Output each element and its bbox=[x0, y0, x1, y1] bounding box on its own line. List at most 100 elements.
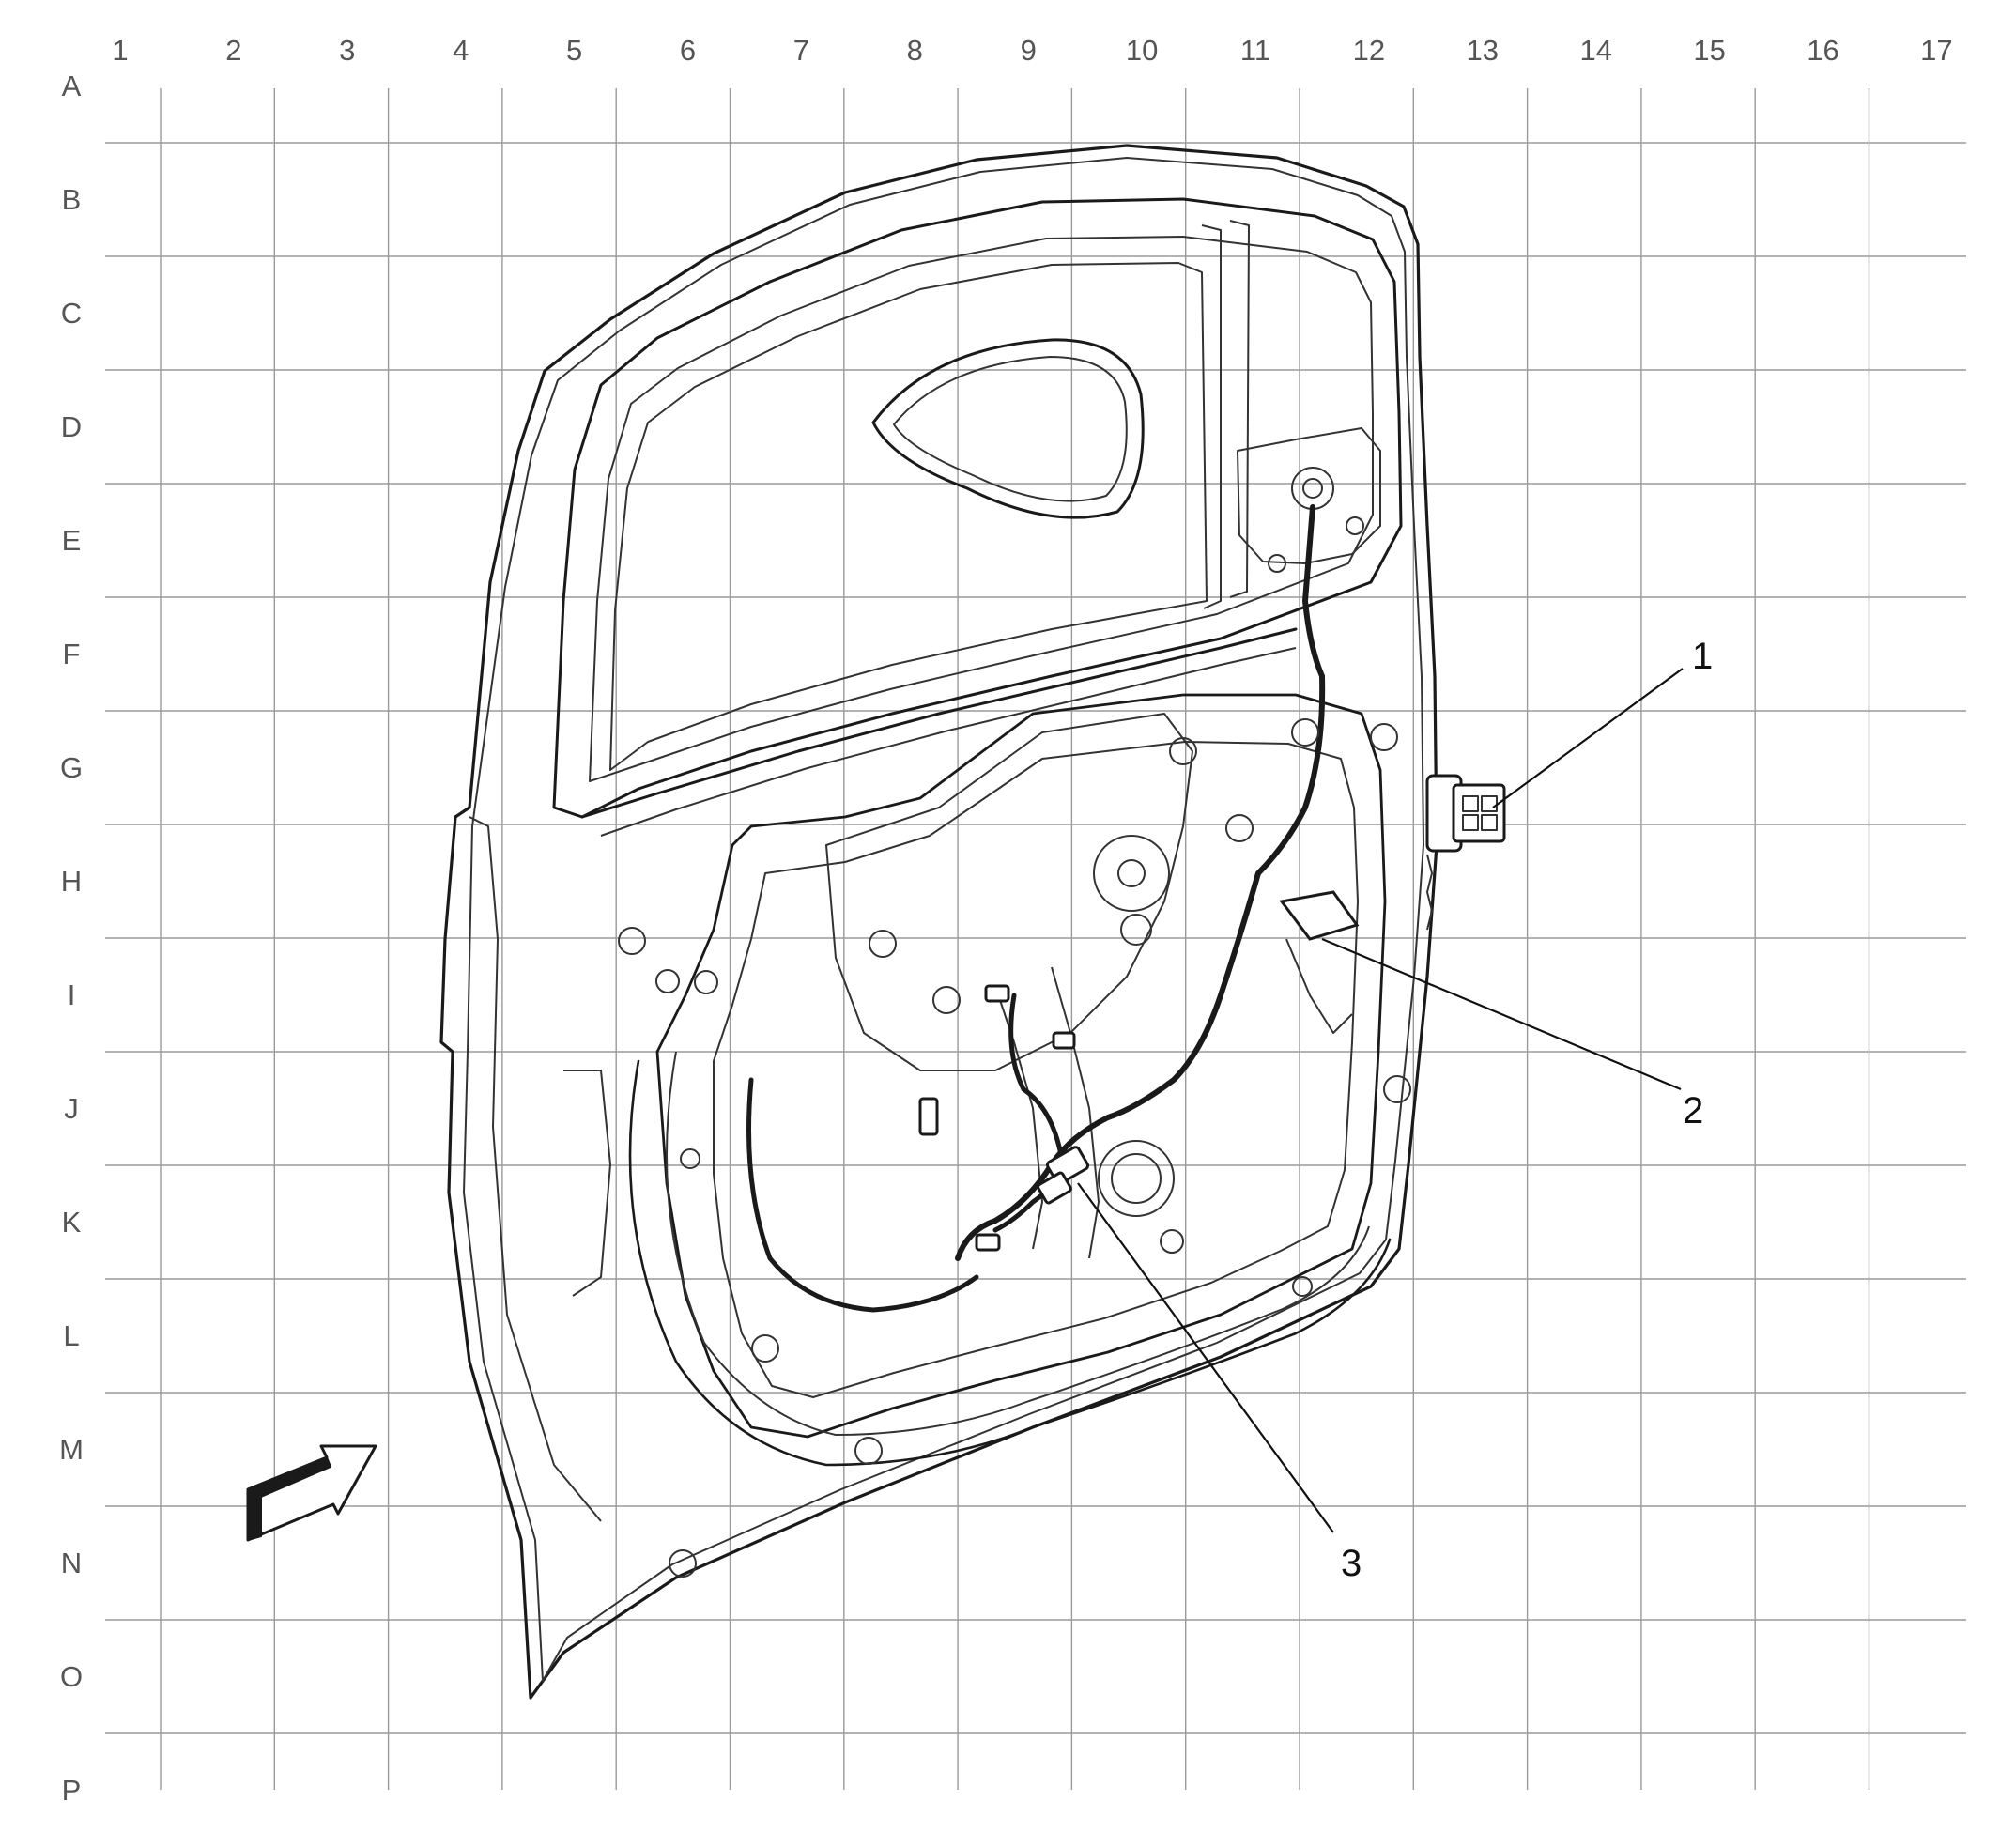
grid-row-label: G bbox=[60, 751, 83, 784]
connector-1-pin-a bbox=[1462, 795, 1479, 812]
window-glass-opening bbox=[609, 262, 1208, 771]
latch-grommet bbox=[1291, 467, 1334, 510]
hinge-pillar-flange bbox=[469, 816, 602, 1522]
fastener-hole bbox=[869, 930, 897, 958]
leader-line-1 bbox=[1492, 668, 1684, 808]
fastener-hole bbox=[1268, 554, 1286, 573]
door-outer-flange bbox=[463, 157, 1424, 1682]
connector-2-clip bbox=[1285, 938, 1353, 1034]
harness-clip bbox=[918, 1097, 939, 1136]
fastener-hole bbox=[1169, 737, 1197, 765]
grid-row-label: P bbox=[62, 1774, 82, 1807]
callout-1: 1 bbox=[1692, 636, 1713, 677]
leader-line-2 bbox=[1321, 937, 1682, 1091]
callout-3: 3 bbox=[1341, 1543, 1362, 1584]
grid-column-label: 9 bbox=[1021, 34, 1037, 67]
fastener-hole bbox=[751, 1334, 779, 1363]
connector-1-seal bbox=[1426, 854, 1433, 931]
grid-column-label: 15 bbox=[1693, 34, 1725, 67]
wiring-harness-lower-loop bbox=[746, 1077, 979, 1313]
fastener-hole bbox=[932, 986, 961, 1014]
grid-row-label: E bbox=[62, 524, 82, 557]
grid-row-label: F bbox=[63, 638, 81, 670]
grid-column-label: 4 bbox=[453, 34, 469, 67]
belt-line bbox=[580, 627, 1298, 819]
grid-column-label: 13 bbox=[1467, 34, 1499, 67]
grid-row-label: K bbox=[62, 1206, 82, 1239]
grid-column-label: 2 bbox=[225, 34, 241, 67]
grid-row-label: H bbox=[61, 865, 82, 898]
view-direction-arrow-icon bbox=[246, 1444, 377, 1542]
speaker-cone bbox=[1111, 1153, 1162, 1204]
grid-row-label: M bbox=[59, 1433, 84, 1466]
leader-line-3 bbox=[1077, 1182, 1334, 1533]
grid-row-label: O bbox=[60, 1660, 83, 1693]
fastener-hole bbox=[669, 1549, 697, 1578]
grid-column-label: 5 bbox=[566, 34, 582, 67]
inner-panel-cavity-2 bbox=[713, 741, 1359, 1398]
panel-fastener-holes bbox=[618, 516, 1411, 1578]
connector-3-tab bbox=[1037, 1171, 1072, 1205]
grid-row-label: B bbox=[62, 183, 82, 216]
hinge-reinforcement bbox=[563, 1070, 611, 1297]
reference-grid bbox=[105, 88, 1966, 1790]
harness-connector-2 bbox=[1279, 890, 1360, 1034]
harness-connector-3 bbox=[1037, 1146, 1089, 1205]
harness-clip bbox=[975, 1233, 1001, 1252]
grid-row-label: I bbox=[68, 978, 76, 1011]
grid-row-label: C bbox=[61, 297, 82, 330]
window-frame-inner bbox=[589, 236, 1374, 782]
callout-leaders bbox=[1077, 668, 1684, 1533]
grid-row-label: J bbox=[64, 1092, 79, 1125]
fastener-hole bbox=[680, 1148, 700, 1169]
callout-labels: 1 2 3 bbox=[1341, 636, 1713, 1584]
fastener-hole bbox=[1225, 814, 1254, 842]
grid-column-label: 8 bbox=[907, 34, 923, 67]
door-panel-illustration bbox=[439, 144, 1506, 1700]
fastener-hole bbox=[618, 927, 646, 955]
lower-reinforcement bbox=[628, 1059, 1392, 1467]
grid-column-label: 10 bbox=[1126, 34, 1158, 67]
wiring-harness-branch bbox=[992, 993, 1064, 1233]
fastener-hole bbox=[1292, 1276, 1313, 1297]
connector-1-pin-d bbox=[1481, 814, 1498, 831]
regulator-motor-housing bbox=[1093, 835, 1170, 912]
fastener-hole bbox=[1120, 914, 1152, 946]
grid-row-label: A bbox=[62, 69, 82, 102]
mirror-opening-inner bbox=[893, 356, 1128, 502]
fastener-hole bbox=[1160, 1229, 1184, 1254]
fastener-hole bbox=[1383, 1075, 1411, 1103]
grid-column-label: 3 bbox=[339, 34, 355, 67]
mirror-opening bbox=[871, 338, 1145, 519]
glass-run-channel-2 bbox=[1229, 220, 1250, 598]
grid-row-label: D bbox=[61, 410, 82, 443]
grid-column-label: 7 bbox=[793, 34, 809, 67]
glass-run-channel bbox=[1201, 224, 1222, 609]
grid-row-label: N bbox=[61, 1547, 82, 1579]
lower-reinforcement-2 bbox=[666, 1051, 1370, 1436]
fastener-hole bbox=[1346, 516, 1364, 535]
fastener-hole bbox=[694, 970, 718, 994]
connector-1-housing bbox=[1452, 783, 1506, 843]
connector-2-body bbox=[1279, 890, 1360, 941]
speaker-opening bbox=[1098, 1140, 1175, 1217]
grid-column-label: 6 bbox=[680, 34, 696, 67]
connector-1-pin-c bbox=[1462, 814, 1479, 831]
grid-column-label: 11 bbox=[1240, 34, 1270, 67]
harness-clips bbox=[918, 984, 1076, 1252]
grid-column-label: 16 bbox=[1807, 34, 1838, 67]
latch-grommet-core bbox=[1302, 478, 1323, 499]
callout-2: 2 bbox=[1683, 1090, 1703, 1132]
regulator-rail bbox=[994, 985, 1043, 1250]
regulator-motor-hub bbox=[1117, 859, 1146, 887]
fastener-hole bbox=[854, 1437, 883, 1465]
latch-bracket bbox=[1237, 427, 1381, 564]
harness-clip bbox=[984, 984, 1010, 1003]
grid-row-label: L bbox=[63, 1319, 79, 1352]
arrow-shadow bbox=[247, 1456, 331, 1541]
fastener-hole bbox=[1370, 723, 1398, 751]
window-frame-outer bbox=[552, 197, 1403, 819]
regulator-rail-2 bbox=[1051, 966, 1100, 1259]
